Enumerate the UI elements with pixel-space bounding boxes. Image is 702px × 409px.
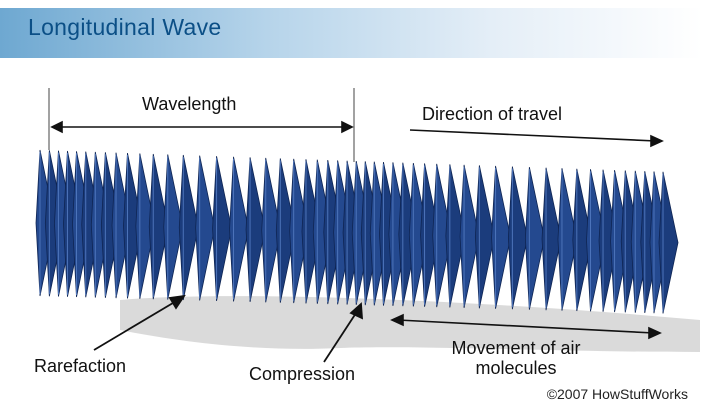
wave-slab [524,167,545,310]
wave-slab [445,164,466,308]
wave-slab [163,154,184,300]
wavelength-arrow [50,120,354,134]
wave-slab [491,165,511,309]
movement-arrow [390,313,662,340]
wave-slab [432,163,453,308]
wave-slab [245,157,266,302]
wave-slab [212,156,232,302]
wave-slab [261,157,282,303]
compression-label: Compression [249,364,356,384]
wave-slab [541,167,562,311]
wave-slab [459,164,480,308]
copyright-notice: ©2007 HowStuffWorks [546,386,688,402]
wave-slab [658,171,679,314]
direction-of-travel-label: Direction of travel [422,104,563,124]
wave-shadow [120,296,700,352]
wave-slab [572,168,593,312]
wave-slab [148,153,169,300]
wave-slab [195,155,216,301]
wavelength-label: Wavelength [142,94,237,114]
wave-slab [474,165,495,309]
header-band [0,8,702,58]
direction-arrow [409,129,664,148]
wave-slab [178,154,199,301]
rarefaction-label: Rarefaction [34,356,127,376]
wave-slab [135,153,156,299]
movement-of-air-molecules-label: Movement of air molecules [451,338,581,378]
compression-pointer [323,302,364,363]
wave-slab [507,166,528,310]
page-title: Longitudinal Wave [28,14,222,40]
wave-slabs [35,149,679,314]
wave-slab [557,168,578,311]
rarefaction-pointer [93,294,186,351]
wave-slab [229,156,249,302]
wave-slab [275,158,296,303]
